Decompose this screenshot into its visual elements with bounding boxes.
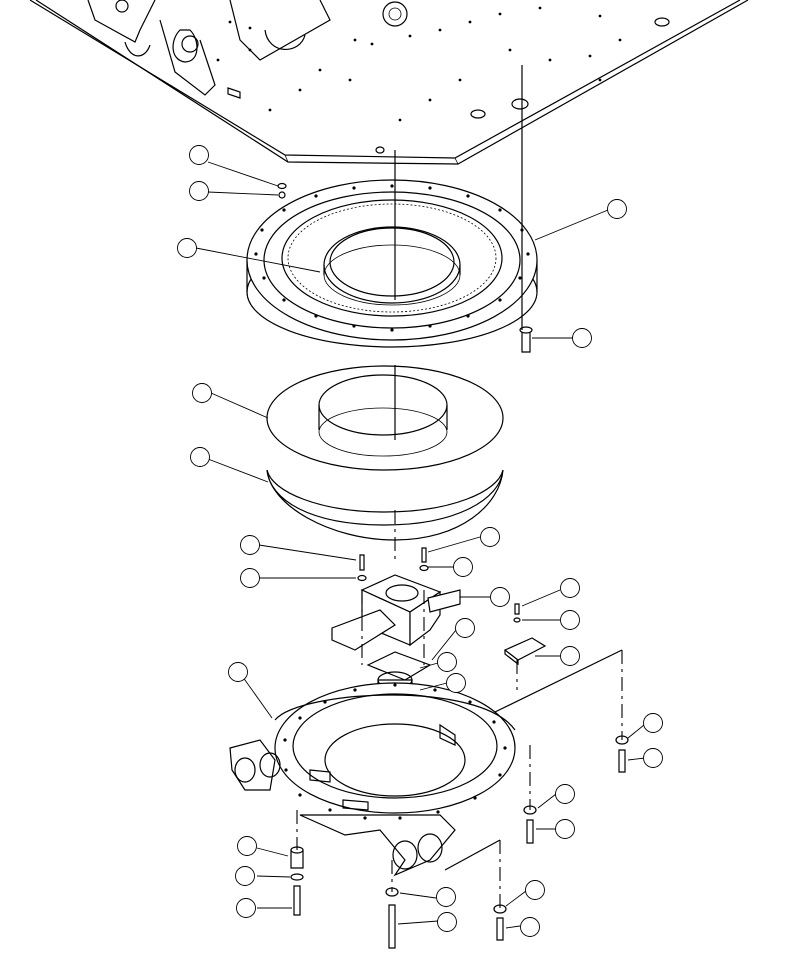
cover-seal-upper xyxy=(266,365,504,471)
slewing-ring-bolt-holes xyxy=(254,184,530,332)
callout-bubble xyxy=(572,328,592,348)
callout-bubble xyxy=(455,618,475,638)
callout-bubble xyxy=(236,898,256,918)
cover-seal-lower xyxy=(266,469,504,541)
callout-bubble xyxy=(480,527,500,547)
slewing-ring-bearing xyxy=(246,179,538,348)
callout-bubble xyxy=(192,383,212,403)
callout-bubble xyxy=(190,447,210,467)
callout-bubble xyxy=(490,587,510,607)
callout-bubble xyxy=(520,917,540,937)
lower-base-frame xyxy=(229,682,516,877)
callout-bubble xyxy=(228,662,248,682)
upper-frame-plate xyxy=(29,0,749,165)
callout-bubble xyxy=(235,866,255,886)
callout-bubble xyxy=(189,145,209,165)
center-mount-bracket xyxy=(331,574,461,651)
callout-bubble xyxy=(189,181,209,201)
callout-bubble xyxy=(453,557,473,577)
callout-bubbles xyxy=(177,145,663,937)
callout-bubble xyxy=(177,238,197,258)
plate-holes xyxy=(216,6,622,122)
base-frame-bolt-holes xyxy=(283,683,507,820)
callout-bubble xyxy=(437,652,457,672)
callout-bubble xyxy=(437,912,457,932)
callout-bubble xyxy=(436,887,456,907)
washer-upper xyxy=(277,182,287,199)
callout-bubble xyxy=(555,819,575,839)
callout-bubble xyxy=(560,578,580,598)
bolt-slewing-ring xyxy=(519,326,533,353)
small-bracket-plate xyxy=(503,637,547,666)
callout-bubble xyxy=(446,673,466,693)
callout-bubble xyxy=(525,880,545,900)
callout-bubble xyxy=(240,568,260,588)
callout-bubble xyxy=(607,199,627,219)
callout-bubble xyxy=(560,610,580,630)
callout-bubble xyxy=(240,535,260,555)
callout-bubble xyxy=(555,784,575,804)
callout-leaders xyxy=(195,161,646,929)
callout-bubble xyxy=(560,646,580,666)
callout-bubble xyxy=(237,836,257,856)
callout-bubble xyxy=(643,748,663,768)
bracket-bolts xyxy=(357,547,521,623)
assembly-center-lines xyxy=(296,65,623,909)
callout-bubble xyxy=(643,713,663,733)
